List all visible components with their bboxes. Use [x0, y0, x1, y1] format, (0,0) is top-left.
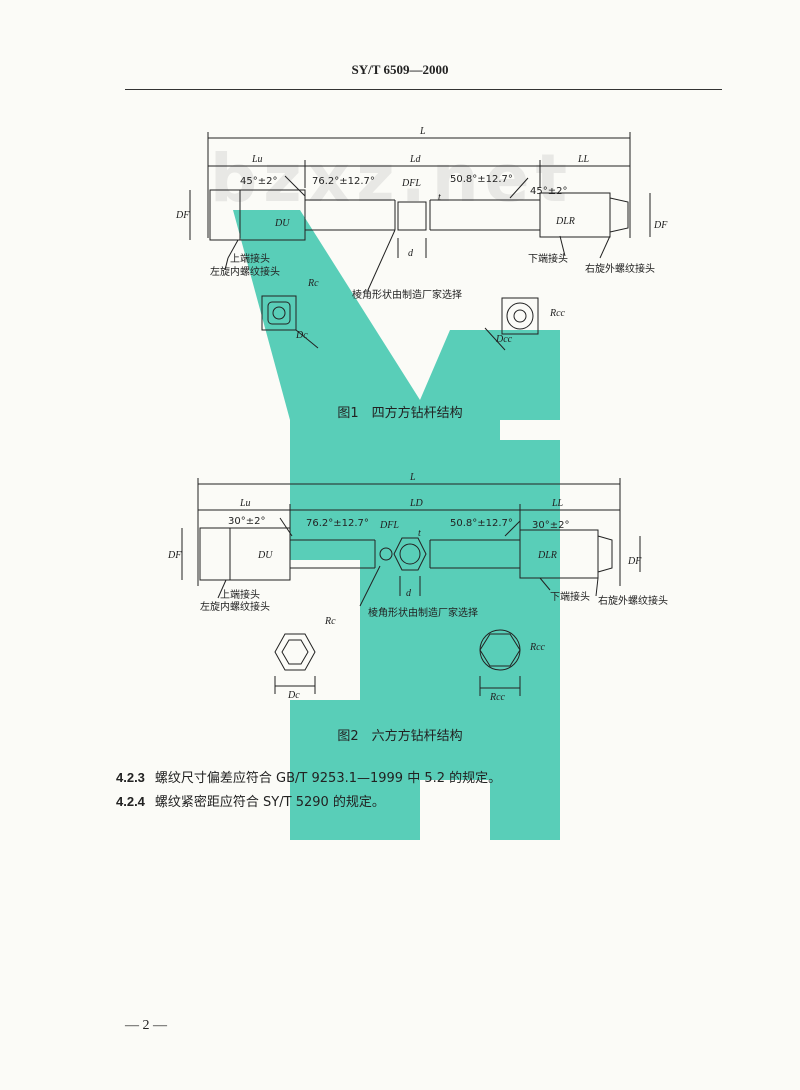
dim-Dc-2: Dc: [288, 690, 300, 701]
dim-Lu: Lu: [252, 154, 263, 165]
angle-left-2: 30°±2°: [228, 516, 266, 527]
clause-number: 4.2.4: [116, 794, 145, 809]
page-header: SY/T 6509—2000: [351, 62, 449, 77]
dim-DF-right-2: DF: [628, 556, 642, 567]
taper-left-2: 76.2°±12.7°: [306, 518, 369, 529]
watermark-text: bzxz.net: [210, 140, 574, 217]
dim-DFL: DFL: [402, 178, 421, 189]
dim-DLR: DLR: [556, 216, 575, 227]
angle-right: 45°±2°: [530, 186, 568, 197]
note-lower-joint: 下端接头: [528, 254, 568, 265]
taper-right: 50.8°±12.7°: [450, 174, 513, 185]
taper-left: 76.2°±12.7°: [312, 176, 375, 187]
dim-DF-left-2: DF: [168, 550, 182, 561]
note-edge-shape: 棱角形状由制造厂家选择: [352, 290, 462, 301]
dim-Dc: Dc: [296, 330, 308, 341]
note-left-thread: 左旋内螺纹接头: [210, 267, 280, 278]
dim-Ld: Ld: [410, 154, 421, 165]
dim-t-2: t: [418, 528, 421, 539]
dim-Ll: LL: [578, 154, 590, 165]
dim-L-2: L: [410, 472, 416, 483]
header-rule: [125, 89, 722, 90]
dim-Rcc-bottom-2: Rcc: [490, 692, 505, 703]
clause-number: 4.2.3: [116, 770, 145, 785]
note-lower-joint-2: 下端接头: [550, 592, 590, 603]
taper-right-2: 50.8°±12.7°: [450, 518, 513, 529]
figure-2-caption: 图2 六方方钻杆结构: [337, 729, 463, 744]
note-edge-shape-2: 棱角形状由制造厂家选择: [368, 608, 478, 619]
figure-2-hexagonal-kelly: L Lu LD LL 30°±2° 76.2°±12.7° DFL 50.8°±…: [0, 466, 800, 746]
dim-DF-left: DF: [176, 210, 190, 221]
dim-d: d: [408, 248, 413, 259]
figure-1-square-kelly: L Lu Ld LL 45°±2° 76.2°±12.7° DFL 50.8°±…: [0, 118, 800, 428]
figure-2-drawing: [181, 478, 641, 696]
note-left-thread-2: 左旋内螺纹接头: [200, 602, 270, 613]
dim-Lu-2: Lu: [240, 498, 251, 509]
dim-Rc-2: Rc: [325, 616, 336, 627]
dim-d-2: d: [406, 588, 411, 599]
figure-1-caption: 图1 四方方钻杆结构: [337, 406, 463, 421]
dim-DF-right: DF: [654, 220, 668, 231]
note-right-thread-2: 右旋外螺纹接头: [598, 596, 668, 607]
note-right-thread: 右旋外螺纹接头: [585, 264, 655, 275]
dim-DFL-2: DFL: [380, 520, 399, 531]
figure-1-drawing: [189, 132, 651, 351]
dim-Rcc-2: Rcc: [530, 642, 545, 653]
angle-left: 45°±2°: [240, 176, 278, 187]
dim-Ld-2: LD: [410, 498, 423, 509]
angle-right-2: 30°±2°: [532, 520, 570, 531]
dim-Rcc: Rcc: [550, 308, 565, 319]
clause-text: 螺纹紧密距应符合 SY/T 5290 的规定。: [154, 795, 385, 810]
dim-Dcc: Dcc: [496, 334, 513, 345]
clause-4-2-4: 4.2.4 螺纹紧密距应符合 SY/T 5290 的规定。: [116, 791, 385, 810]
dim-Ll-2: LL: [552, 498, 564, 509]
clause-4-2-3: 4.2.3 螺纹尺寸偏差应符合 GB/T 9253.1—1999 中 5.2 的规…: [116, 767, 501, 786]
dim-DLR-2: DLR: [538, 550, 557, 561]
dim-t: t: [438, 192, 441, 203]
note-upper-joint-2: 上端接头: [220, 590, 260, 601]
dim-DU: DU: [275, 218, 290, 229]
page-number: — 2 —: [125, 1018, 167, 1033]
dim-Rc: Rc: [308, 278, 319, 289]
note-upper-joint: 上端接头: [230, 254, 270, 265]
clause-text: 螺纹尺寸偏差应符合 GB/T 9253.1—1999 中 5.2 的规定。: [154, 771, 502, 786]
dim-DU-2: DU: [258, 550, 273, 561]
dim-L: L: [420, 126, 426, 137]
